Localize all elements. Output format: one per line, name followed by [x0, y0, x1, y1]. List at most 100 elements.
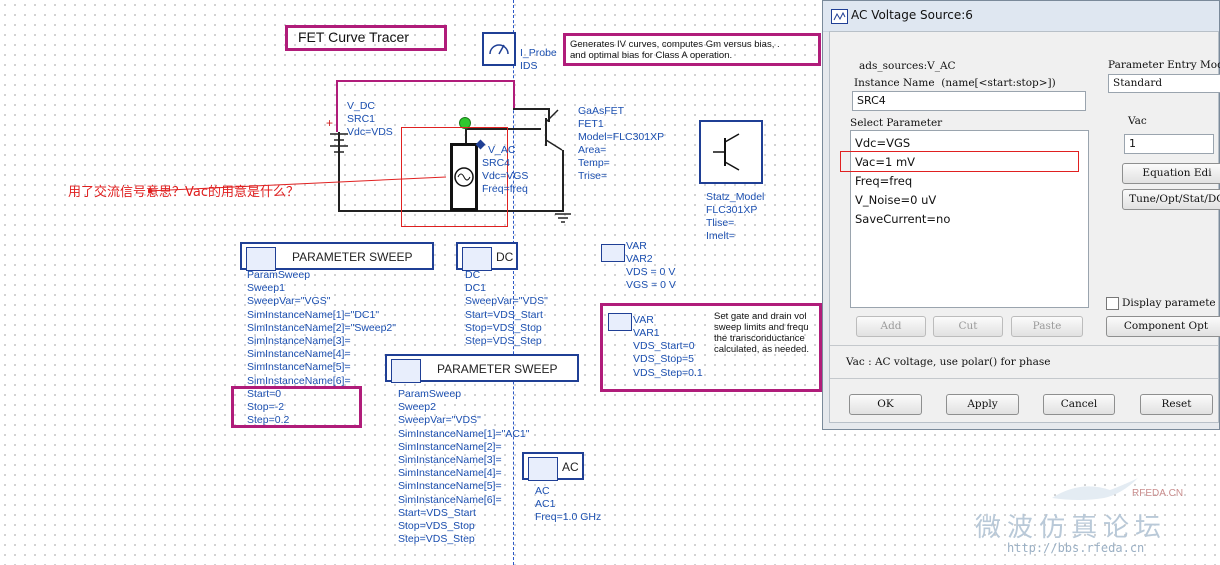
cut-button[interactable]: Cut: [933, 316, 1003, 337]
var1-icon[interactable]: [608, 313, 632, 331]
wire-vdc: [338, 132, 340, 212]
sweep-icon: [391, 359, 421, 383]
fet-model: Model=FLC301XP: [578, 131, 665, 143]
fet-temp: Temp=: [578, 157, 610, 169]
sweep1-controller[interactable]: PARAMETER SWEEP: [240, 242, 434, 271]
param-line: Step=VDS_Step: [465, 335, 542, 347]
param-line: SweepVar="VGS": [247, 295, 331, 308]
var2-icon[interactable]: [601, 244, 625, 262]
entry-mode-select[interactable]: Standard: [1108, 74, 1220, 93]
parameter-list[interactable]: Vdc=VGS Vac=1 mV Freq=freq V_Noise=0 uV …: [850, 130, 1089, 308]
wire-gate: [465, 128, 541, 130]
param-item[interactable]: V_Noise=0 uV: [855, 193, 937, 207]
param-line: SimInstanceName[3]=: [247, 335, 351, 347]
param-line: SimInstanceName[6]=: [247, 374, 351, 387]
ground-icon: [553, 212, 573, 226]
instance-label: Instance Name (name[<start:stop>]): [854, 77, 1056, 89]
instance-name-field[interactable]: SRC4: [852, 91, 1086, 111]
reset-button[interactable]: Reset: [1140, 394, 1213, 415]
param-line: Stop=VDS_Stop: [465, 321, 542, 334]
apply-button[interactable]: Apply: [946, 394, 1019, 415]
watermark-brand: RFEDA.CN: [1132, 488, 1184, 499]
vac-selection-highlight: [840, 151, 1079, 172]
battery-icon[interactable]: [324, 130, 354, 156]
dc-icon: [462, 247, 492, 271]
paste-button[interactable]: Paste: [1011, 316, 1083, 337]
param-line: Start=VDS_Start: [398, 506, 476, 519]
ok-button[interactable]: OK: [849, 394, 922, 415]
title-text: FET Curve Tracer: [298, 29, 409, 45]
param-line: DC1: [465, 282, 487, 295]
display-parameter-label: Display paramete: [1122, 297, 1216, 309]
fet-trise: Trise=: [578, 170, 608, 182]
param-line: VAR2: [626, 253, 653, 265]
vdc-name: V_DC: [347, 100, 376, 112]
vdc-value: Vdc=VDS: [347, 126, 393, 138]
component-name: ads_sources:V_AC: [859, 60, 956, 72]
probe-name: I_Probe: [520, 47, 557, 59]
wire-top: [336, 80, 514, 82]
description-text: Generates IV curves, computes Gm versus …: [570, 39, 780, 61]
param-line: VAR1: [633, 327, 660, 339]
watermark-wing-icon: [1050, 476, 1140, 504]
dialog-titlebar[interactable]: AC Voltage Source:6: [823, 1, 1219, 32]
cancel-button[interactable]: Cancel: [1043, 394, 1115, 415]
sweep1-highlight: [231, 386, 362, 428]
vac-value-field[interactable]: 1: [1124, 134, 1214, 154]
dc-controller[interactable]: DC: [456, 242, 518, 271]
fet-instance: FET1: [578, 118, 604, 130]
sweep2-controller[interactable]: PARAMETER SWEEP: [385, 354, 579, 383]
param-line: AC1: [535, 498, 556, 511]
ac-controller[interactable]: AC: [522, 452, 584, 481]
param-line: SimInstanceName[5]=: [398, 480, 502, 493]
add-button[interactable]: Add: [856, 316, 926, 337]
ac-header: AC: [562, 460, 579, 474]
fet-area: Area=: [578, 144, 607, 156]
annotation-arrow: [147, 175, 448, 195]
component-options-button[interactable]: Component Opt: [1106, 316, 1220, 337]
var1-box[interactable]: [600, 303, 822, 392]
wire-drain: [513, 108, 549, 110]
watermark-text: 微波仿真论坛: [975, 513, 1168, 543]
param-line: VDS = 0 V: [626, 266, 676, 279]
vac-label: Vac: [1128, 115, 1147, 127]
param-line: VDS_Step=0.1: [633, 366, 703, 379]
description-box[interactable]: [563, 33, 821, 66]
param-line: Sweep2: [398, 401, 436, 414]
button-divider: [830, 378, 1218, 379]
vac-instance: SRC4: [482, 157, 511, 169]
param-item[interactable]: SaveCurrent=no: [855, 212, 951, 226]
param-line: DC: [465, 269, 481, 281]
param-line: SimInstanceName[4]=: [247, 348, 351, 361]
var2-header: VAR: [626, 240, 647, 252]
display-checkbox[interactable]: [1106, 297, 1119, 310]
sweep1-header: PARAMETER SWEEP: [292, 250, 413, 264]
probe-icon[interactable]: [482, 32, 516, 66]
title-box[interactable]: [285, 25, 447, 51]
param-item[interactable]: Freq=freq: [855, 174, 913, 188]
tune-opt-button[interactable]: Tune/Opt/Stat/DO: [1122, 189, 1220, 210]
param-line: SimInstanceName[5]=: [247, 361, 351, 374]
statz-tlise: Tlise=: [706, 217, 735, 229]
param-line: AC: [535, 485, 550, 497]
fet-symbol-icon[interactable]: [538, 106, 568, 156]
ac-voltage-source-dialog[interactable]: AC Voltage Source:6 ads_sources:V_AC Ins…: [822, 0, 1220, 430]
param-line: Freq=1.0 GHz: [535, 511, 602, 524]
vac-source-icon[interactable]: [450, 143, 478, 211]
param-line: SimInstanceName[4]=: [398, 467, 502, 480]
param-item[interactable]: Vdc=VGS: [855, 136, 911, 150]
vac-highlight-box: [401, 127, 508, 227]
canvas-origin-line: [513, 0, 514, 565]
param-item-selected[interactable]: Vac=1 mV: [855, 155, 916, 169]
param-line: Sweep1: [247, 282, 285, 295]
help-divider: [830, 345, 1218, 346]
node-dot[interactable]: [459, 117, 471, 129]
param-line: Start=VDS_Start: [465, 308, 543, 321]
param-line: ParamSweep: [398, 388, 462, 400]
statz-model-icon[interactable]: [699, 120, 763, 184]
plus-sign: +: [326, 116, 334, 130]
fet-type: GaAsFET: [578, 105, 625, 117]
vac-name: V_AC: [488, 144, 516, 156]
dc-header: DC: [496, 250, 514, 264]
equation-editor-button[interactable]: Equation Edi: [1122, 163, 1220, 184]
